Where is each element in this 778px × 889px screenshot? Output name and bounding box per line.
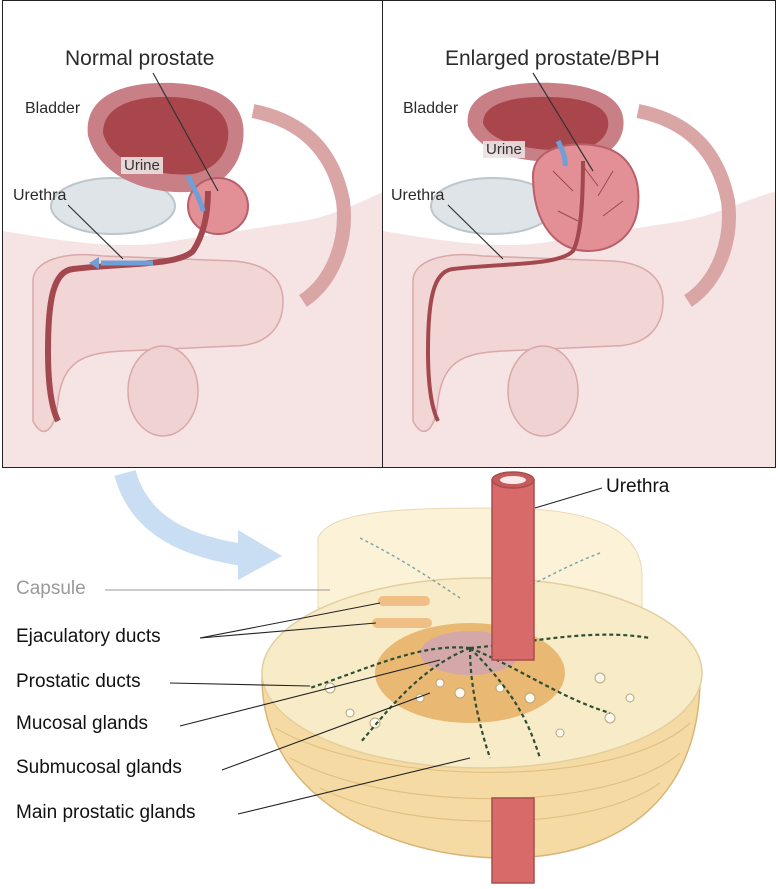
bladder-inner (483, 96, 609, 151)
urine-flow-arrowhead (89, 257, 99, 269)
rectum (636, 104, 736, 307)
penis (412, 254, 664, 433)
bladder-label: Bladder (25, 100, 81, 117)
ejaculatory-ducts-label: Ejaculatory ducts (16, 626, 161, 647)
submucosal-glands-label: Submucosal glands (16, 757, 182, 778)
zoom-arrowhead (238, 530, 282, 580)
urethra-label: Urethra (606, 476, 670, 497)
leader-lines (105, 487, 603, 815)
prostatic-ducts-label: Prostatic ducts (16, 671, 141, 692)
bladder-inner (103, 96, 229, 175)
prostate-enlarged (531, 143, 640, 253)
prostate-nodules (552, 165, 624, 222)
prostate-normal (187, 177, 249, 235)
leader-enlarged-prostate (532, 72, 594, 172)
normal-prostate-illustration (3, 72, 383, 467)
ejaculatory-ducts (372, 596, 432, 628)
leader-urethra (447, 204, 504, 260)
urethra-label: Urethra (13, 187, 67, 204)
mucosal-glands-label: Mucosal glands (16, 713, 149, 734)
normal-prostate-title: Normal prostate (65, 47, 215, 70)
main-prostatic-glands-label: Main prostatic glands (16, 802, 196, 823)
enlarged-prostate-illustration (383, 72, 775, 467)
urine-label: Urine (121, 157, 163, 174)
leader-urethra (67, 204, 124, 260)
leader-normal-prostate (152, 72, 219, 192)
normal-prostate-panel: Normal prostate Bladder Urine Urethra (2, 0, 384, 468)
urethra-bottom (491, 797, 535, 884)
capsule-label: Capsule (16, 578, 86, 599)
urine-label: Urine (483, 141, 525, 158)
scrotum (507, 345, 579, 437)
bladder-label: Bladder (403, 100, 459, 117)
capsule-ducts (359, 537, 601, 599)
cross-section-illustration (105, 469, 703, 884)
prostate-cross-section: Urethra Capsule Ejaculatory ducts Prosta… (0, 468, 778, 889)
urine-flow-blue (555, 139, 568, 167)
zoom-arrow (114, 469, 252, 567)
enlarged-prostate-panel: Enlarged prostate/BPH Bladder Urine Uret… (382, 0, 776, 468)
pubic-bone (50, 177, 176, 235)
urethra-normal (44, 190, 211, 423)
urethra-column (491, 479, 535, 661)
urethra-narrowed (425, 160, 585, 422)
urethra-lumen (500, 476, 526, 484)
urine-flow-blue (185, 174, 206, 212)
urethra-label: Urethra (391, 187, 445, 204)
scrotum (127, 345, 199, 437)
penis (32, 254, 284, 433)
rectum (251, 104, 351, 307)
enlarged-prostate-title: Enlarged prostate/BPH (445, 47, 660, 70)
